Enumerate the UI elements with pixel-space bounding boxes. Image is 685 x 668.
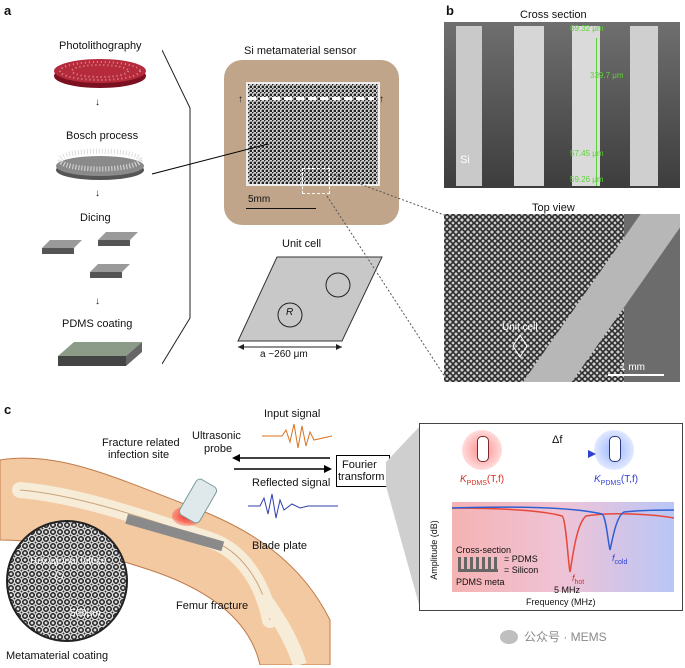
- x-axis-label: Frequency (MHz): [526, 597, 596, 607]
- dim-4: 59.26 μm: [570, 175, 604, 184]
- unit-cell-diagram: [237, 256, 383, 350]
- sensor-photo: ↑ ↑ 5mm: [224, 60, 399, 225]
- k-hot-label: KPDMS(T,f): [460, 474, 505, 487]
- panel-b-letter: b: [446, 3, 454, 18]
- cross-section-icon: [458, 557, 498, 572]
- zoom-dotted-lines: [326, 171, 448, 381]
- thermometer-cold-icon: [609, 436, 621, 462]
- probe-label-1: Ultrasonic: [192, 430, 241, 442]
- arrow-up-icon: ↑: [238, 94, 243, 105]
- scale-5mm: 5mm: [248, 194, 271, 205]
- reflected-waveform: [248, 493, 338, 519]
- unit-cell-rhombus-icon: [512, 334, 528, 358]
- si-label: Si: [460, 154, 470, 166]
- reflected-signal-label: Reflected signal: [252, 477, 331, 489]
- femur-fracture-label: Femur fracture: [176, 600, 249, 612]
- diced-chips-image: [42, 232, 138, 278]
- input-signal-label: Input signal: [264, 408, 321, 420]
- cross-section-title: Cross section: [520, 9, 587, 21]
- cross-section-sem: 69.32 μm 339.7 μm 57.45 μm 59.26 μm Si: [444, 22, 680, 188]
- wechat-icon: [500, 630, 518, 644]
- zoom-funnel: [386, 426, 420, 608]
- metamaterial-coating-label: Metamaterial coating: [6, 650, 109, 662]
- top-view-sem: Unit cell 1 mm: [444, 214, 680, 382]
- panel-a-letter: a: [4, 3, 12, 18]
- wafer-pillars-image: [56, 148, 144, 180]
- unit-cell-title: Unit cell: [282, 238, 322, 250]
- step-photolithography: Photolithography: [59, 40, 142, 52]
- delta-f-label: Δf: [552, 434, 563, 446]
- blade-plate-label: Blade plate: [252, 540, 308, 552]
- fracture-site-2: infection site: [108, 449, 170, 461]
- freq-label: 5 MHz: [554, 585, 581, 595]
- f-cold-label: fcold: [612, 553, 628, 566]
- y-axis-label: Amplitude (dB): [428, 520, 439, 580]
- cross-section-label: Cross-section: [456, 545, 512, 555]
- panel-c-letter: c: [4, 402, 12, 417]
- dim-3: 57.45 μm: [570, 149, 604, 158]
- dim-2: 339.7 μm: [590, 71, 624, 80]
- probe-label-2: probe: [204, 443, 233, 455]
- arrow-down-icon: ↓: [95, 97, 100, 108]
- fourier-label-1: Fourier: [342, 459, 377, 471]
- silicon-legend: = Silicon: [504, 565, 539, 575]
- input-waveform: [262, 423, 332, 449]
- zoom-box: [302, 168, 330, 194]
- arrow-down-icon: ↓: [95, 296, 100, 307]
- fracture-site-1: Fracture related: [102, 437, 180, 449]
- scale-500: 500μm: [70, 608, 101, 619]
- lattice-label: a ~260 μm: [260, 349, 308, 360]
- thermometer-hot-icon: [477, 436, 489, 462]
- scale-1mm: 1 mm: [620, 362, 645, 373]
- step-dicing: Dicing: [80, 212, 111, 224]
- signal-arrows: [232, 454, 332, 473]
- radius-label: R: [286, 307, 294, 318]
- resonance-curves: [452, 506, 674, 573]
- arrow-up-icon: ↑: [379, 94, 384, 105]
- panel-a-bracket: [162, 49, 191, 365]
- step-bosch: Bosch process: [66, 130, 139, 142]
- wafer-photoresist-image: [54, 59, 146, 88]
- delta-arrow: [524, 450, 596, 458]
- sensor-title: Si metamaterial sensor: [244, 45, 357, 57]
- pdms-legend: = PDMS: [504, 554, 538, 564]
- f-hot-label: fhot: [572, 573, 585, 586]
- arrow-down-icon: ↓: [95, 188, 100, 199]
- unit-cell-label: Unit cell: [502, 322, 538, 333]
- pdms-meta-label: PDMS meta: [456, 577, 505, 587]
- leg-illustration: [0, 457, 331, 665]
- step-pdms: PDMS coating: [62, 318, 133, 330]
- watermark: 公众号 · MEMS: [524, 630, 607, 644]
- hexagonal-lattice-label: Hexagonal lattice: [30, 556, 107, 567]
- k-cold-label: KPDMS(T,f): [594, 474, 639, 487]
- pdms-chip-image: [58, 342, 142, 366]
- top-view-title: Top view: [532, 202, 575, 214]
- hexagon-icon: ⬡: [54, 571, 64, 583]
- fourier-label-2: transform: [338, 471, 385, 483]
- dim-1: 69.32 μm: [570, 24, 604, 33]
- temperature-chart-box: Δf KPDMS(T,f) KPDMS(T,f) Amplitude (dB) …: [419, 423, 683, 611]
- metamaterial-coating-circle: [6, 520, 128, 642]
- pointer-line: [151, 143, 269, 175]
